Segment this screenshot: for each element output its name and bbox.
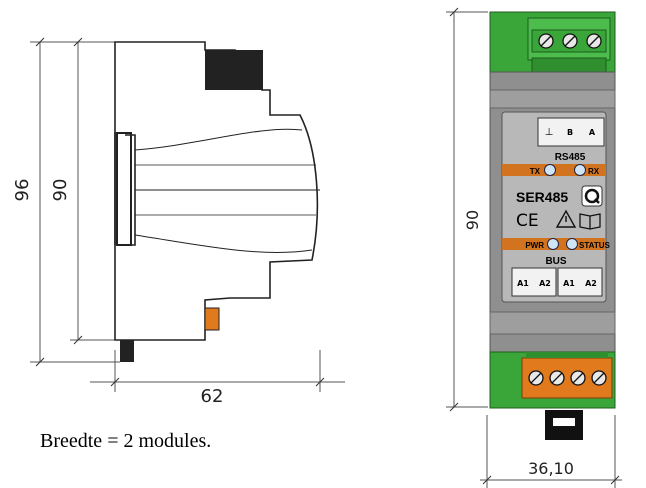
ce-mark: CE: [516, 211, 539, 231]
tx-label: TX: [530, 167, 541, 176]
rx-label: RX: [588, 167, 600, 176]
pwr-led: [547, 238, 559, 250]
bus-terminal-4: A2: [585, 279, 597, 288]
side-dimension-lines: [30, 37, 345, 392]
side-bottom-clip: [120, 340, 134, 362]
rs485-terminal-labels: ⊥ B A: [537, 117, 605, 147]
top-screws: [538, 33, 602, 49]
bus-terminal-labels: A1 A2 A1 A2: [511, 267, 603, 297]
front-label: [501, 111, 607, 303]
rx-led: [574, 164, 586, 176]
terminal-label-2: B: [567, 128, 573, 137]
housing-rib-bottom: [489, 311, 616, 335]
bus-terminal-3: A1: [563, 279, 575, 288]
model-name: SER485: [516, 189, 568, 205]
bottom-terminal-top-edge: [526, 352, 608, 358]
bus-terminal-1: A1: [517, 279, 529, 288]
dim-front-width: 36,10: [528, 459, 574, 478]
tx-led: [544, 164, 556, 176]
dim-height-outer: 96: [12, 179, 33, 202]
dim-front-height: 90: [463, 210, 482, 230]
rs485-heading: RS485: [555, 152, 586, 163]
side-terminal-block: [205, 50, 263, 90]
din-clip: [116, 132, 132, 246]
housing-rib-top: [489, 89, 616, 109]
terminal-label-3: A: [589, 128, 596, 137]
manual-book-icon: [579, 213, 601, 230]
dim-depth: 62: [201, 386, 224, 407]
brand-logo-mark: [584, 188, 600, 204]
front-dimension-lines: [446, 7, 622, 488]
side-orange-release: [204, 307, 220, 331]
front-view: 90 36,10 ⊥ B A RS485 TX RX: [446, 7, 622, 488]
dim-height-inner: 90: [50, 179, 71, 202]
top-terminal-base: [531, 57, 607, 73]
status-led: [566, 238, 578, 250]
bottom-screws: [528, 370, 607, 386]
warning-icon: [555, 209, 577, 228]
width-caption: Breedte = 2 modules.: [40, 430, 212, 452]
bus-terminal-2: A2: [539, 279, 551, 288]
status-label: STATUS: [579, 241, 610, 250]
brand-logo-tail: [594, 198, 600, 204]
side-view: 96 90 62: [12, 37, 345, 407]
terminal-label-1: ⊥: [545, 127, 554, 138]
pwr-label: PWR: [525, 241, 544, 250]
bus-heading: BUS: [545, 256, 566, 267]
din-rail-clip-slot: [553, 418, 575, 426]
